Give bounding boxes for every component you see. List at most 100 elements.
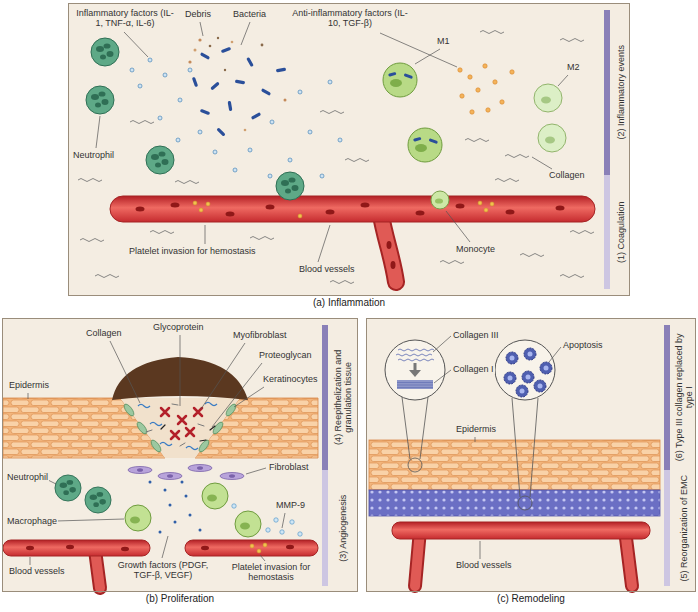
proteoglycan — [161, 425, 215, 441]
red-blood-cell — [326, 210, 335, 215]
leader-line — [56, 519, 124, 521]
part-label: Myofibroblast — [232, 330, 288, 340]
apoptotic-cell — [524, 348, 536, 360]
mmp9-molecule — [274, 518, 278, 522]
collagen-fiber — [150, 231, 174, 234]
keratinocyte — [122, 403, 135, 418]
fibroblast — [158, 473, 182, 480]
zoom-circle — [385, 340, 555, 400]
mmp9-molecule — [232, 504, 236, 508]
m2-macrophage — [534, 84, 562, 112]
bacterium — [246, 57, 254, 67]
phase-bar — [604, 10, 610, 175]
fibroblast — [188, 465, 212, 472]
leader-line — [480, 541, 481, 559]
part-label: M1 — [436, 36, 451, 46]
collagen-fiber — [345, 159, 369, 162]
panel-ground — [68, 3, 630, 296]
blood-vessel — [185, 540, 318, 556]
anti-inflammatory-factor — [500, 100, 504, 104]
neutrophil-cell — [86, 86, 114, 114]
neutrophil-cell — [55, 475, 81, 501]
growth-factor — [189, 514, 192, 517]
part-label: Inflammatory factors (IL-1, TNF-α, IL-6) — [74, 8, 176, 29]
leader-line — [28, 393, 29, 399]
red-blood-cell — [456, 204, 465, 209]
red-blood-cell — [136, 203, 565, 270]
mmp9-molecule — [290, 520, 294, 524]
bacterium — [192, 47, 286, 137]
inflammatory-factor — [130, 58, 342, 178]
fibroblast — [229, 474, 235, 478]
leader-line — [110, 341, 140, 403]
glycoprotein — [172, 404, 178, 405]
part-label: Collagen — [85, 328, 123, 338]
anti-inflammatory-factor — [493, 80, 497, 84]
red-blood-cell — [201, 546, 209, 550]
macrophage-cell — [202, 483, 228, 509]
phase-bar — [604, 175, 610, 289]
bacterium — [235, 80, 245, 85]
debris — [284, 99, 287, 102]
debris — [198, 38, 201, 41]
collagen-fiber — [205, 403, 217, 406]
neutrophil-cell — [146, 146, 174, 174]
leader-line — [549, 347, 561, 362]
debris — [209, 45, 212, 48]
collagen-fiber — [320, 111, 344, 114]
collagen-fiber — [138, 403, 217, 450]
phase-bar — [322, 325, 328, 470]
debris — [194, 49, 197, 52]
inflammatory-factor — [320, 174, 324, 178]
red-blood-cell — [26, 545, 294, 551]
platelet — [263, 543, 267, 547]
neutrophil-cell — [85, 487, 111, 513]
inflammatory-factor — [338, 138, 342, 142]
inflammatory-factor — [178, 98, 182, 102]
phase-bar — [664, 325, 670, 470]
zoom-line — [408, 458, 422, 472]
phase-bar — [322, 470, 328, 586]
leader-line — [162, 536, 168, 558]
anti-inflammatory-factor — [486, 108, 490, 112]
anti-inflammatory-factor — [458, 68, 462, 72]
collagen-fiber — [330, 281, 354, 284]
collagen-fiber — [520, 254, 544, 257]
collagen-fiber — [138, 405, 150, 408]
panel-ground — [2, 318, 358, 592]
platelet — [257, 549, 261, 553]
part-label: Epidermis — [455, 424, 497, 434]
part-label: Debris — [184, 9, 212, 19]
panel-caption: (a) Inflammation — [69, 297, 629, 309]
platelet — [490, 202, 494, 206]
part-label: Platelet invasion for hemostasis — [222, 562, 320, 583]
mmp9-molecule — [280, 530, 284, 534]
leader-line — [212, 363, 262, 427]
bacterium — [228, 101, 233, 111]
anti-inflammatory-factor — [510, 70, 514, 74]
phase-label: (2) Inflammatory events — [616, 11, 626, 173]
fibroblast — [167, 474, 173, 478]
blood-vessel — [110, 196, 595, 282]
inflammatory-factor — [148, 58, 152, 62]
mmp9-molecule — [266, 528, 270, 532]
leader-line — [96, 116, 100, 148]
collagen-fiber — [440, 261, 464, 264]
platelet — [478, 201, 482, 205]
part-label: Neutrophil — [6, 472, 49, 482]
bacterium — [192, 77, 198, 87]
inflammatory-factor — [308, 130, 312, 134]
platelet — [193, 201, 197, 205]
myofibroblast — [194, 408, 202, 416]
leader-line — [475, 437, 476, 442]
apoptotic-cell — [504, 372, 516, 384]
bacterium — [251, 112, 261, 120]
macrophage-cell — [235, 511, 261, 537]
blood-vessel — [3, 540, 150, 556]
apoptotic-cell — [516, 385, 528, 397]
phase-label: (1) Coagulation — [616, 176, 626, 288]
collagen-fiber — [78, 31, 594, 284]
debris — [231, 41, 234, 44]
glycoprotein — [146, 404, 204, 446]
debris — [224, 69, 226, 71]
